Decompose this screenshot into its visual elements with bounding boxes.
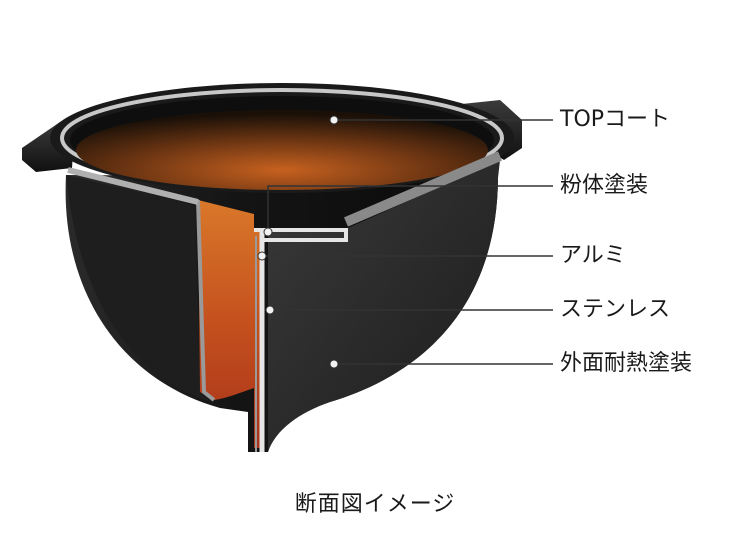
pot-cut-face-left — [66, 175, 212, 402]
leader-dot-aluminum — [257, 251, 267, 261]
cross-section-core — [198, 200, 262, 448]
leader-dot-top-coat — [329, 115, 339, 125]
leader-dots — [257, 115, 339, 369]
leader-dot-stainless — [265, 305, 275, 315]
label-powder-coat: 粉体塗装 — [560, 173, 649, 198]
label-top-coat: TOPコート — [560, 107, 671, 132]
layer-top-band — [254, 228, 348, 242]
left-wall-edge — [196, 199, 216, 402]
diagram-caption: 断面図イメージ — [294, 492, 456, 517]
leader-lines — [262, 119, 553, 365]
leader-dot-outer-coat — [329, 359, 339, 369]
label-outer-coat: 外面耐熱塗装 — [560, 351, 693, 376]
pot-cut-face-right — [268, 160, 500, 452]
leader-dot-powder-coat — [263, 227, 273, 237]
label-stainless: ステンレス — [560, 297, 671, 322]
leader-line-powder-coat — [267, 185, 553, 232]
label-aluminum: アルミ — [560, 243, 626, 268]
layer-top-cut — [344, 151, 502, 227]
pot-interior — [76, 110, 488, 190]
left-rim-band — [67, 167, 199, 205]
